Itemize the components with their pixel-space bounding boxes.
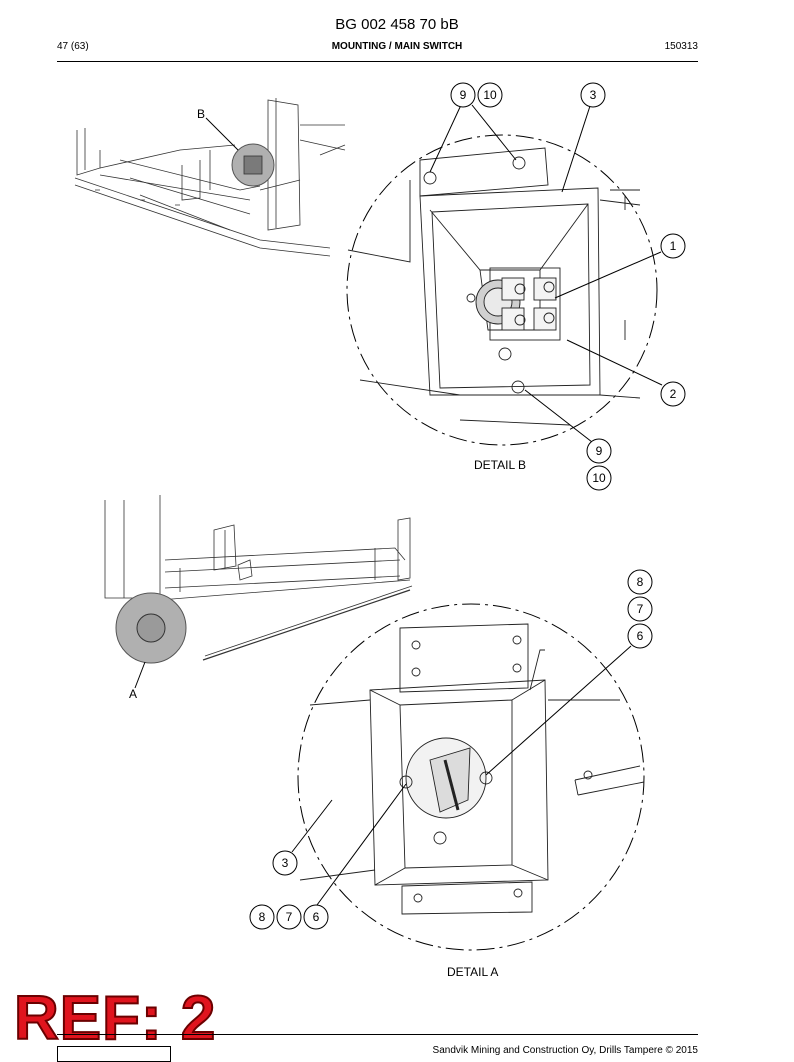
date-code: 150313	[664, 41, 698, 52]
callout-b-2: 2	[670, 387, 677, 401]
page-title: MOUNTING / MAIN SWITCH	[331, 41, 463, 52]
view-marker-b: B	[197, 107, 205, 121]
callout-balloons	[249, 82, 686, 930]
detail-b-label: DETAIL B	[474, 458, 527, 472]
callout-a-7: 7	[637, 602, 644, 616]
detail-a-leaders	[291, 645, 632, 906]
view-a-leader	[134, 661, 146, 689]
frame-overview-b	[74, 98, 346, 257]
callout-b-3: 3	[590, 88, 597, 102]
detail-b-parts	[347, 147, 641, 426]
detail-a-label: DETAIL A	[447, 965, 499, 979]
callout-a-7-lower: 7	[286, 910, 293, 924]
detail-b-leaders	[429, 104, 663, 443]
callout-b-10: 10	[483, 88, 497, 102]
callout-b-9-lower: 9	[596, 444, 603, 458]
callout-a-8-lower: 8	[259, 910, 266, 924]
detail-a-boundary	[297, 603, 645, 951]
frame-overview-a	[104, 495, 413, 661]
callout-b-9: 9	[460, 88, 467, 102]
detail-b-boundary	[346, 134, 658, 446]
callout-a-8: 8	[637, 575, 644, 589]
document-number: BG 002 458 70 bB	[335, 16, 459, 33]
view-marker-a: A	[129, 687, 137, 701]
header-rule	[57, 61, 698, 62]
view-a-switch	[136, 613, 166, 643]
sandvik-logo	[57, 1046, 171, 1062]
callout-a-6: 6	[637, 629, 644, 643]
callout-b-10-lower: 10	[592, 471, 606, 485]
page-number: 47 (63)	[57, 41, 89, 52]
callout-b-1: 1	[670, 239, 677, 253]
ref-stamp: REF: 2	[13, 984, 217, 1053]
view-b-leader	[205, 117, 239, 151]
callout-a-6-lower: 6	[313, 910, 320, 924]
footer-copyright: Sandvik Mining and Construction Oy, Dril…	[432, 1045, 698, 1056]
view-b-switch	[243, 155, 263, 175]
detail-a-parts	[299, 623, 645, 915]
callout-a-3: 3	[282, 856, 289, 870]
footer-rule	[57, 1034, 698, 1035]
